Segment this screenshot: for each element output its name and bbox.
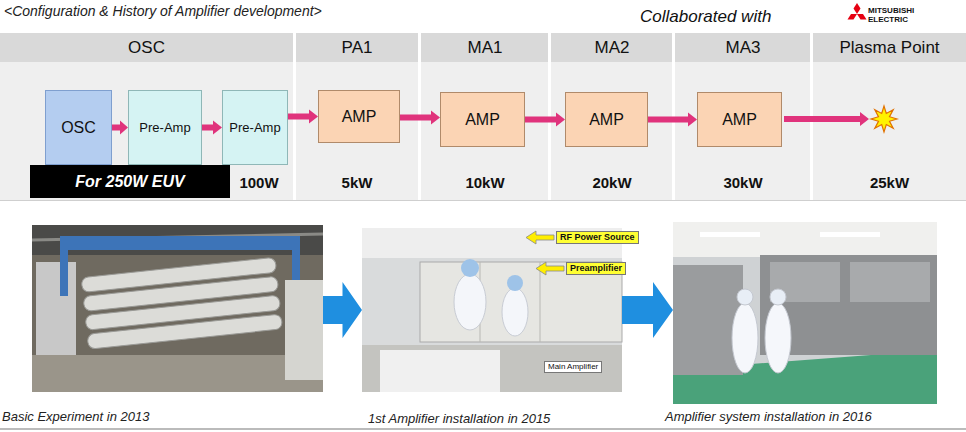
power-value: 10kW: [421, 174, 549, 192]
photo-frame: Amplifier system installation in 2016: [673, 222, 937, 404]
amp-box: AMP: [318, 90, 400, 143]
equipment: [380, 350, 500, 392]
signal-arrow: [648, 113, 697, 127]
amp-box: AMP: [440, 92, 525, 147]
photo-caption: Basic Experiment in 2013: [2, 409, 149, 424]
column-header: MA3: [675, 38, 811, 58]
signal-arrow: [202, 121, 222, 135]
photo-2015: [362, 228, 622, 392]
box-label: AMP: [589, 111, 624, 129]
photo-ground: [362, 228, 622, 392]
person-head: [507, 275, 523, 291]
person: [454, 274, 486, 330]
power-value: 20kW: [551, 174, 673, 192]
logo-mark: [848, 3, 867, 20]
signal-arrow: [525, 113, 565, 127]
signal-arrow: [400, 111, 440, 125]
diagram-title: <Configuration & History of Amplifier de…: [4, 3, 322, 19]
photo-frame: Basic Experiment in 2013: [32, 225, 323, 392]
machine: [673, 265, 743, 375]
power-value: 25kW: [813, 174, 966, 192]
header-band: [0, 33, 966, 62]
box-label: For 250W EUV: [75, 173, 184, 191]
body-band: [0, 62, 966, 200]
box-label: Pre-Amp: [139, 120, 190, 135]
column-header: OSC: [0, 38, 293, 58]
logo-text: ELECTRIC: [868, 15, 908, 25]
floor: [32, 355, 323, 392]
bench: [362, 345, 622, 392]
pointer-arrow: [536, 262, 564, 275]
collaboration-note: Collaborated with: [640, 7, 771, 27]
amp-box: AMP: [565, 92, 648, 147]
panel-line: [540, 262, 541, 342]
page-rule: [0, 428, 966, 430]
photo-annotation: Main Amplifier: [544, 361, 602, 373]
logo-text: MITSUBISHI: [868, 6, 914, 16]
photo-2016: [673, 222, 937, 404]
preamp-box: Pre-Amp: [222, 90, 288, 165]
signal-arrow: [112, 121, 128, 135]
box-label: OSC: [61, 119, 96, 137]
history-arrow: [323, 282, 362, 338]
column-separators: [295, 33, 812, 200]
photo-annotation: RF Power Source: [556, 231, 639, 244]
tube: [87, 314, 282, 349]
amp-box: AMP: [697, 92, 782, 147]
person-head: [770, 289, 786, 305]
photo-caption: 1st Amplifier installation in 2015: [368, 411, 550, 426]
history-arrow: [622, 282, 673, 338]
beam-arrow: [784, 112, 869, 126]
ceiling: [32, 225, 323, 255]
person: [765, 303, 791, 373]
logo-diamond: [848, 14, 858, 20]
light-strip: [700, 232, 760, 237]
photo-2013: [32, 225, 323, 392]
frame: [60, 236, 68, 296]
column-header: PA1: [296, 38, 418, 58]
frame: [60, 236, 300, 250]
person-head: [737, 289, 753, 305]
photo-annotation: Preamplifier: [566, 262, 626, 275]
cabinet: [285, 280, 323, 380]
photo-caption: Amplifier system installation in 2016: [665, 409, 872, 424]
oscillator-box: OSC: [45, 90, 112, 165]
logo-diamond: [854, 3, 861, 14]
person: [502, 288, 528, 336]
band-border: [0, 200, 966, 201]
photo-ground: [32, 225, 323, 392]
ceiling: [673, 222, 937, 257]
pointer-arrow: [526, 231, 554, 244]
box-label: AMP: [722, 111, 757, 129]
light-strip: [820, 232, 880, 237]
box-label: AMP: [465, 111, 500, 129]
column-header: Plasma Point: [813, 38, 966, 58]
power-value: 100W: [228, 174, 290, 192]
power-value: 30kW: [675, 174, 811, 192]
column-header: MA2: [551, 38, 673, 58]
person: [732, 303, 758, 373]
preamp-box: Pre-Amp: [128, 90, 202, 165]
photo-ground: [673, 222, 937, 404]
box-label: AMP: [342, 108, 377, 126]
plasma-burst: [871, 106, 897, 132]
column-header: MA1: [421, 38, 549, 58]
power-value: 5kW: [296, 174, 418, 192]
application-band: For 250W EUV: [30, 165, 230, 198]
logo-diamond: [857, 14, 867, 20]
signal-arrow: [288, 110, 318, 124]
box-label: Pre-Amp: [229, 120, 280, 135]
person-head: [461, 259, 479, 277]
laser-tubes: [81, 257, 282, 349]
machine-panel: [850, 262, 930, 302]
